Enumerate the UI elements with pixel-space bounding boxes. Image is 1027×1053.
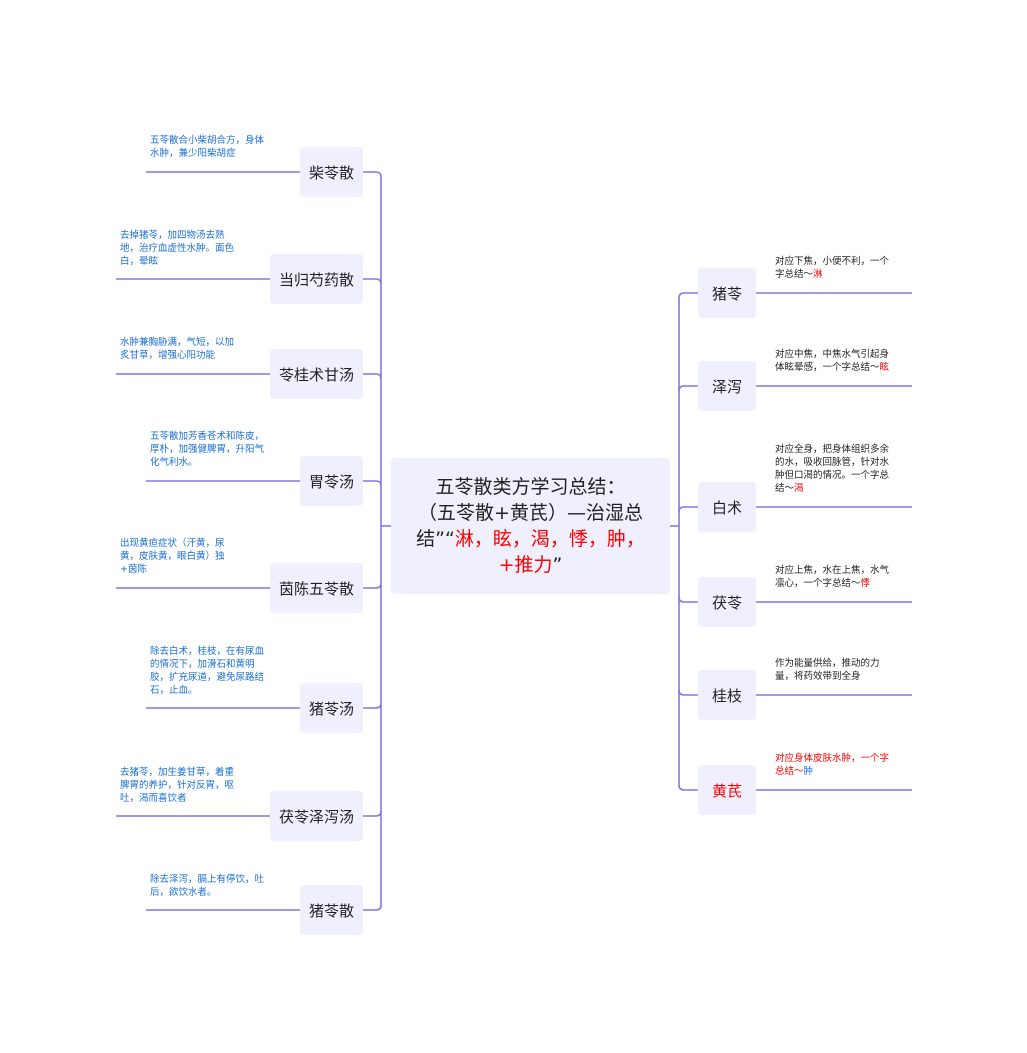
right-branch-note: 对应下焦，小便不利，一个字总结～淋 [775,256,890,280]
central-topic[interactable]: 五苓散类方学习总结： （五苓散+黄芪）—治湿总 结”“淋，眩，渴，悸，肿， +推… [391,458,670,594]
summary-keyword: 眩 [879,362,890,373]
right-branch-node[interactable]: 茯苓 [698,577,756,627]
right-branch-connector [678,292,698,299]
left-branch-node[interactable]: 茵陈五苓散 [270,563,363,613]
left-branch-node[interactable]: 猪苓汤 [300,683,363,733]
left-branch-node[interactable]: 苓桂术甘汤 [270,349,363,399]
left-branch-node[interactable]: 当归芍药散 [270,254,363,304]
left-branch-connector [363,278,382,285]
left-branch-connector [363,904,382,911]
center-line-3-prefix: 结”“ [416,528,455,550]
left-branch-connector [363,171,382,178]
center-line-3-emphasis: 淋，眩，渴，悸，肿， [454,528,645,550]
right-branch-note: 对应全身，把身体组织多余的水，吸收回脉管，针对水肿但口渴的情况。一个字总结～渴 [775,444,890,494]
right-branch-node[interactable]: 白术 [698,482,756,532]
center-line-2: （五苓散+黄芪）—治湿总 [418,502,643,524]
right-branch-note: 作为能量供给，推动的力量，将药效带到全身 [775,658,880,682]
left-branch-connector [363,810,382,817]
summary-keyword: 淋 [813,269,823,280]
center-line-4-suffix: ” [552,554,563,576]
right-branch-note: 对应上焦，水在上焦，水气凛心，一个字总结～悸 [775,565,890,589]
left-branch-note: 五苓散合小柴胡合方，身体水肿，兼少阳柴胡症 [150,135,265,159]
right-branch-note: 对应身体皮肤水肿，一个字总结～肿 [775,753,890,777]
left-branch-note: 去掉猪苓，加四物汤去熟地，治疗血虚性水肿。面色白，晕眩 [120,230,235,267]
left-branch-node[interactable]: 柴苓散 [300,147,363,197]
center-line-1: 五苓散类方学习总结： [435,476,626,498]
right-branch-node[interactable]: 泽泻 [698,361,756,411]
summary-keyword: 悸 [860,578,871,589]
left-branch-note: 除去泽泻，膈上有停饮，吐后，欲饮水者。 [150,874,265,898]
left-branch-connector [363,582,382,589]
left-branch-node[interactable]: 胃苓汤 [300,456,363,506]
left-branch-note: 去猪苓，加生姜甘草，着重脾胃的养护，针对反胃，呕吐，渴而喜饮者 [120,767,235,804]
right-branch-node[interactable]: 猪苓 [698,268,756,318]
left-branch-connector [363,702,382,709]
left-branch-note: 除去白术，桂枝，在有尿血的情况下，加滑石和黄明胶，扩充尿道，避免尿路结石，止血。 [150,646,265,696]
left-branch-connector [363,480,382,487]
summary-keyword: 渴 [794,483,804,494]
left-branch-node[interactable]: 茯苓泽泻汤 [270,791,363,841]
center-line-4-emphasis: +推力 [498,554,553,576]
left-branch-note: 水肿兼胸胁满，气短，以加炙甘草，增强心阳功能 [120,337,235,361]
summary-keyword: 肿 [803,766,814,777]
right-branch-note: 对应中焦，中焦水气引起身体眩晕感，一个字总结～眩 [775,349,890,373]
left-branch-node[interactable]: 猪苓散 [300,885,363,935]
left-branch-note: 出现黄疸症状（汗黄，尿黄，皮肤黄，眼白黄）独+茵陈 [120,538,225,575]
right-branch-node[interactable]: 黄芪 [698,765,756,815]
left-branch-connector [363,373,382,380]
right-branch-connector [678,784,698,791]
right-branch-connector [678,689,698,696]
right-branch-node[interactable]: 桂枝 [698,670,756,720]
right-branch-connector [678,596,698,603]
right-branch-connector [678,385,698,392]
right-branch-connector [678,506,698,513]
left-branch-note: 五苓散加芳香苍术和陈皮，厚朴，加强健脾胃，升阳气化气利水。 [150,431,265,468]
